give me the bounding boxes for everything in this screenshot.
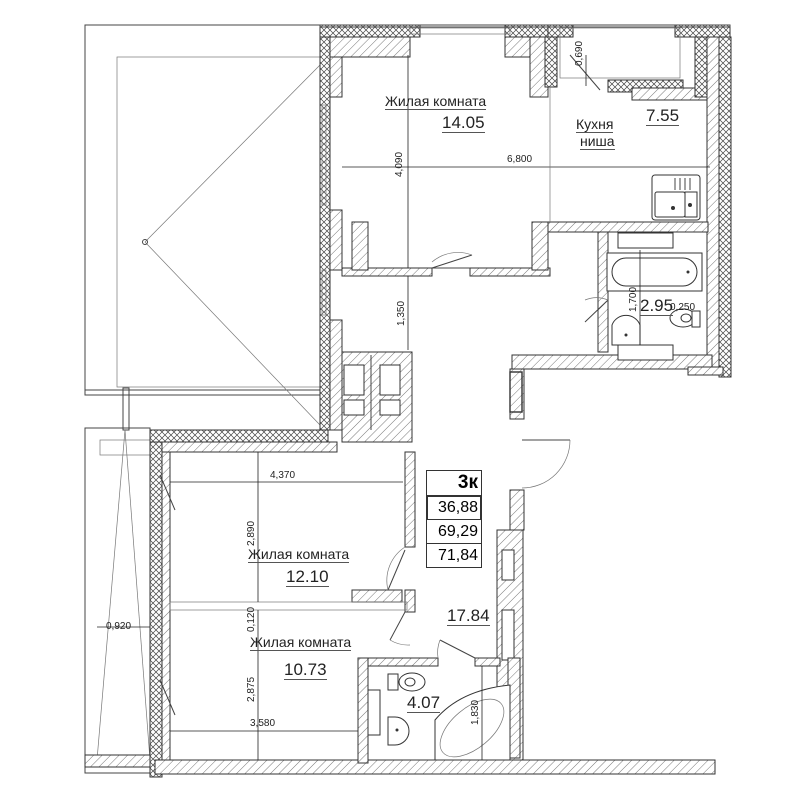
room-area-bathroom-2: 4.07 <box>407 693 441 713</box>
total-area-with-balcony-value: 71,84 <box>437 547 478 564</box>
dimension-label: 6,800 <box>507 154 533 165</box>
dimension-label: 2,890 <box>246 520 257 546</box>
dimension-label: 0,920 <box>106 621 132 632</box>
room-area-hallway: 17.84 <box>447 606 490 626</box>
living-area-value: 36,88 <box>427 496 481 520</box>
toilet-icon-2 <box>387 672 426 692</box>
fixtures <box>387 174 703 761</box>
room-area-living-3: 10.73 <box>284 660 327 680</box>
dimension-label: 1,830 <box>470 699 481 725</box>
dimension-label: 4,090 <box>394 151 405 177</box>
kitchen-sink-icon <box>651 174 701 221</box>
room-name-living-3: Жилая комната <box>250 634 352 651</box>
washbasin-icon-2 <box>387 716 410 746</box>
dimension-label: 4,370 <box>270 470 296 481</box>
room-area-living-2: 12.10 <box>286 567 329 587</box>
room-name-kitchen-line1: Кухня <box>576 116 614 133</box>
exterior-walls <box>149 24 732 778</box>
room-name-living-1: Жилая комната <box>385 93 487 110</box>
apartment-type: 3к <box>427 471 481 496</box>
room-name-living-2: Жилая комната <box>248 546 350 563</box>
dimension-label: 0,250 <box>670 302 696 313</box>
doors <box>159 54 609 716</box>
apartment-summary-box: 3к 36,88 69,29 71,84 <box>426 470 482 568</box>
dimension-label: 0,120 <box>246 606 257 632</box>
total-area-value: 69,29 <box>427 520 481 544</box>
dimension-label: 3,580 <box>250 718 276 729</box>
dimension-label: 2,875 <box>246 676 257 702</box>
dimension-label: 1,700 <box>628 286 639 312</box>
room-area-living-1: 14.05 <box>442 113 485 133</box>
balcony-loggia <box>84 24 321 774</box>
dimension-label: 1,350 <box>396 300 407 326</box>
room-name-kitchen-line2: ниша <box>580 133 615 150</box>
room-area-kitchen: 7.55 <box>646 106 680 126</box>
dimension-lines <box>97 55 710 760</box>
corner-bathtub-icon <box>434 684 511 761</box>
washbasin-icon-1 <box>611 314 641 346</box>
room-area-bathroom-1: 2.95 <box>640 296 674 316</box>
dimension-label: 0,690 <box>574 40 585 66</box>
toilet-icon-1 <box>669 308 701 328</box>
bathtub-icon <box>606 252 703 292</box>
